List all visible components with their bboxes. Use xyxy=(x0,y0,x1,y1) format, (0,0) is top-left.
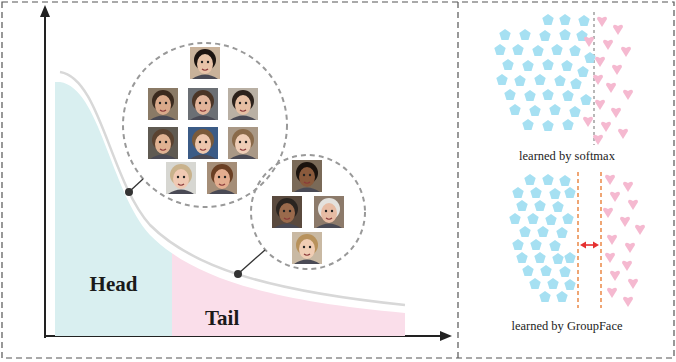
band-shape xyxy=(55,70,172,336)
tail-circle xyxy=(251,155,365,269)
leader-dot xyxy=(125,188,133,196)
axis-arrow xyxy=(440,331,452,341)
face-photos xyxy=(272,160,344,264)
tail-band: Tail xyxy=(172,240,405,336)
leader-dot xyxy=(234,270,242,278)
leader-line xyxy=(239,250,265,273)
feature-scatter xyxy=(494,12,633,145)
panel-caption: learned by GroupFace xyxy=(458,319,676,334)
y-axis xyxy=(44,14,46,338)
region-label: Tail xyxy=(205,307,239,330)
head-circle xyxy=(123,43,287,207)
face-photos xyxy=(148,47,258,194)
leader-line xyxy=(130,179,143,191)
axis-arrow xyxy=(40,5,50,17)
region-label: Head xyxy=(90,273,138,296)
divider xyxy=(457,2,458,358)
frame xyxy=(2,2,674,358)
panel-caption: learned by softmax xyxy=(458,149,676,164)
feature-scatter xyxy=(509,172,645,308)
head-band: Head xyxy=(55,70,172,336)
